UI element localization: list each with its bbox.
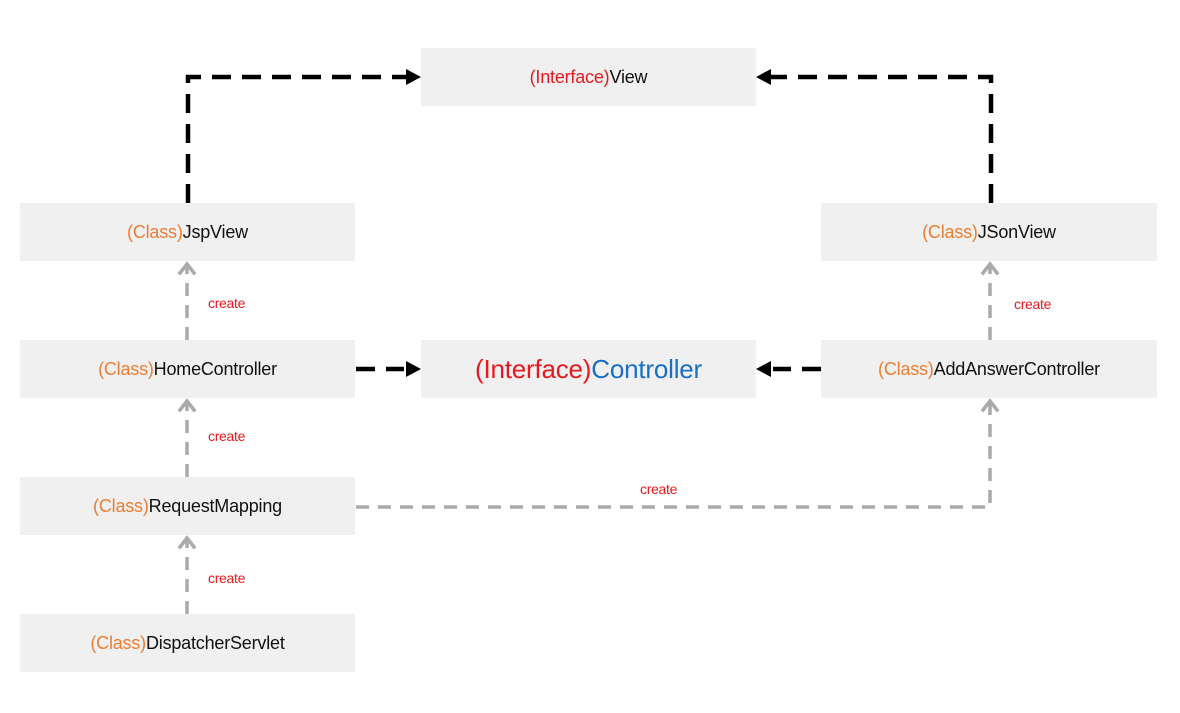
jsonview-class-box: (Class)JSonView	[821, 203, 1157, 261]
requestmapping-class-box: (Class)RequestMapping	[20, 477, 355, 535]
interface-prefix: (Interface)	[474, 353, 592, 384]
create-label-mapping-to-addanswer: create	[640, 481, 678, 497]
class-prefix: (Class)	[98, 358, 154, 379]
class-prefix: (Class)	[127, 221, 183, 242]
class-prefix: (Class)	[922, 221, 978, 242]
jspview-name: JspView	[182, 221, 249, 242]
class-prefix: (Class)	[93, 495, 149, 516]
interface-prefix: (Interface)	[529, 66, 610, 87]
requestmapping-name: RequestMapping	[148, 495, 282, 516]
addanswercontroller-name: AddAnswerController	[933, 358, 1100, 379]
controller-name: Controller	[591, 353, 702, 384]
dispatcherservlet-name: DispatcherServlet	[145, 632, 285, 653]
create-label-addanswer-to-json: create	[1014, 296, 1052, 312]
jspview-to-view-connector	[185, 74, 410, 203]
dispatcherservlet-class-box: (Class)DispatcherServlet	[20, 614, 355, 672]
create-label-servlet-to-mapping: create	[208, 570, 246, 586]
view-interface-box: (Interface)View	[421, 48, 756, 106]
homecontroller-create-arrowhead	[177, 398, 197, 413]
addanswer-create-arrowhead	[980, 398, 1000, 413]
addanswercontroller-class-box: (Class)AddAnswerController	[821, 340, 1157, 398]
jsonview-create-arrowhead	[980, 261, 1000, 276]
view-name: View	[609, 66, 648, 87]
create-label-mapping-to-home: create	[208, 428, 246, 444]
class-prefix: (Class)	[878, 358, 934, 379]
view-right-arrowhead	[756, 69, 771, 85]
controller-right-arrowhead	[756, 361, 771, 377]
view-left-arrowhead	[406, 69, 421, 85]
class-prefix: (Class)	[90, 632, 146, 653]
controller-left-arrowhead	[406, 361, 421, 377]
homecontroller-class-box: (Class)HomeController	[20, 340, 355, 398]
controller-interface-box: (Interface)Controller	[421, 340, 756, 398]
jsonview-name: JSonView	[977, 221, 1056, 242]
homecontroller-name: HomeController	[153, 358, 277, 379]
requestmapping-create-arrowhead	[177, 535, 197, 550]
jspview-class-box: (Class)JspView	[20, 203, 355, 261]
jsonview-to-view-connector	[768, 74, 994, 203]
jspview-create-arrowhead	[177, 261, 197, 276]
create-label-home-to-jsp: create	[208, 295, 246, 311]
